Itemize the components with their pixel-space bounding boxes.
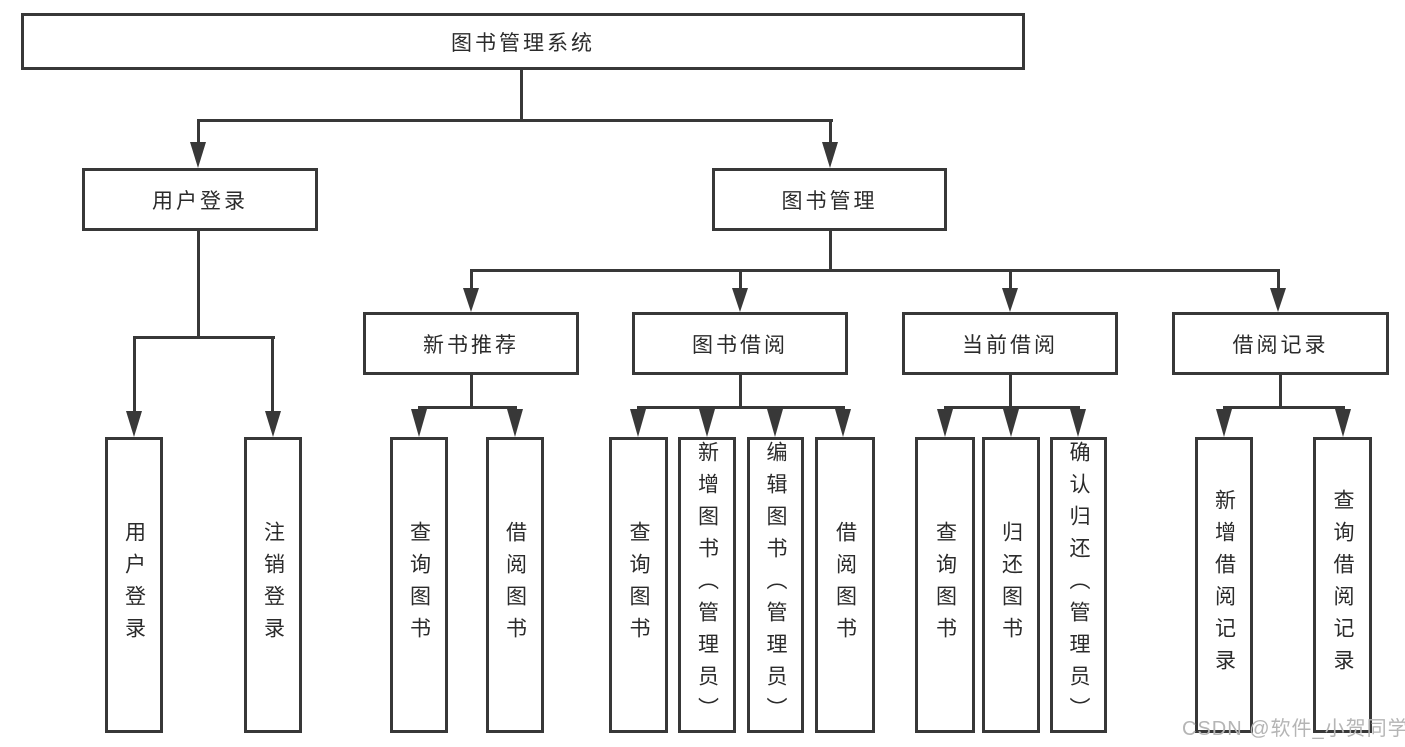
connector-leaf-logout-drop <box>271 338 274 414</box>
arrowhead-current-borrow <box>1002 288 1018 312</box>
connector-borrow-records-stem <box>1279 375 1282 408</box>
arrowhead-book-mgmt <box>822 142 838 168</box>
arrowhead-br-query <box>1335 409 1351 437</box>
connector-user-login-stem <box>197 231 200 338</box>
leaf-bb-add-books-admin: 新增图书（管理员） <box>678 437 736 733</box>
leaf-br-query-record: 查询借阅记录 <box>1313 437 1372 733</box>
leaf-rec-query-books-label: 查询图书 <box>407 521 431 649</box>
leaf-user-login-label: 用户登录 <box>122 521 146 649</box>
leaf-logout: 注销登录 <box>244 437 302 733</box>
arrowhead-bb-add <box>699 409 715 437</box>
node-new-book-recommend-label: 新书推荐 <box>423 333 519 357</box>
leaf-cb-return-books: 归还图书 <box>982 437 1040 733</box>
leaf-br-add-record-label: 新增借阅记录 <box>1212 489 1236 681</box>
connector-book-borrow-drop <box>739 271 742 289</box>
connector-book-borrow-stem <box>739 375 742 408</box>
leaf-rec-query-books: 查询图书 <box>390 437 448 733</box>
connector-book-mgmt-stem <box>829 231 832 271</box>
node-book-borrow-label: 图书借阅 <box>692 333 788 357</box>
arrowhead-user-login <box>190 142 206 168</box>
node-book-management: 图书管理 <box>712 168 947 231</box>
node-current-borrow-label: 当前借阅 <box>962 333 1058 357</box>
arrowhead-rec-borrow <box>507 409 523 437</box>
node-user-login-label: 用户登录 <box>152 189 248 213</box>
leaf-bb-edit-books-admin: 编辑图书（管理员） <box>747 437 804 733</box>
leaf-bb-borrow-books-label: 借阅图书 <box>833 521 857 649</box>
arrowhead-new-book <box>463 288 479 312</box>
leaf-bb-query-books-label: 查询图书 <box>627 521 651 649</box>
node-user-login: 用户登录 <box>82 168 318 231</box>
node-new-book-recommend: 新书推荐 <box>363 312 579 375</box>
connector-new-book-split <box>418 406 517 409</box>
leaf-cb-confirm-return-admin-label: 确认归还（管理员） <box>1067 441 1091 729</box>
arrowhead-leaf-logout <box>265 411 281 437</box>
leaf-bb-query-books: 查询图书 <box>609 437 668 733</box>
leaf-br-add-record: 新增借阅记录 <box>1195 437 1253 733</box>
leaf-cb-query-books-label: 查询图书 <box>933 521 957 649</box>
leaf-rec-borrow-books-label: 借阅图书 <box>503 521 527 649</box>
leaf-user-login: 用户登录 <box>105 437 163 733</box>
leaf-cb-return-books-label: 归还图书 <box>999 521 1023 649</box>
connector-leaf-login-drop <box>133 338 136 414</box>
node-book-borrow: 图书借阅 <box>632 312 848 375</box>
arrowhead-cb-confirm <box>1070 409 1086 437</box>
csdn-watermark: CSDN @软件_小贺同学 <box>1182 718 1405 740</box>
connector-root-stem <box>520 70 523 121</box>
connector-borrow-records-split <box>1223 406 1345 409</box>
leaf-bb-borrow-books: 借阅图书 <box>815 437 875 733</box>
connector-book-borrow-split <box>637 406 845 409</box>
leaf-logout-label: 注销登录 <box>261 521 285 649</box>
connector-level2-split <box>197 119 833 122</box>
connector-current-borrow-drop <box>1009 271 1012 289</box>
connector-user-login-split <box>133 336 275 339</box>
arrowhead-book-borrow <box>732 288 748 312</box>
arrowhead-bb-borrow <box>835 409 851 437</box>
connector-current-borrow-split <box>944 406 1080 409</box>
arrowhead-cb-query <box>937 409 953 437</box>
arrowhead-rec-query <box>411 409 427 437</box>
node-borrow-records: 借阅记录 <box>1172 312 1389 375</box>
leaf-cb-query-books: 查询图书 <box>915 437 975 733</box>
leaf-rec-borrow-books: 借阅图书 <box>486 437 544 733</box>
connector-new-book-drop <box>470 271 473 289</box>
node-root: 图书管理系统 <box>21 13 1025 70</box>
connector-user-login-drop <box>197 121 200 145</box>
arrowhead-cb-return <box>1003 409 1019 437</box>
leaf-bb-edit-books-admin-label: 编辑图书（管理员） <box>764 441 788 729</box>
connector-new-book-stem <box>470 375 473 408</box>
arrowhead-borrow-records <box>1270 288 1286 312</box>
connector-current-borrow-stem <box>1009 375 1012 408</box>
connector-book-mgmt-drop <box>829 121 832 145</box>
arrowhead-br-add <box>1216 409 1232 437</box>
arrowhead-bb-query <box>630 409 646 437</box>
arrowhead-bb-edit <box>767 409 783 437</box>
arrowhead-leaf-login <box>126 411 142 437</box>
connector-level3-split <box>470 269 1280 272</box>
node-root-label: 图书管理系统 <box>451 31 595 55</box>
leaf-br-query-record-label: 查询借阅记录 <box>1331 489 1355 681</box>
node-book-management-label: 图书管理 <box>781 189 878 213</box>
node-borrow-records-label: 借阅记录 <box>1232 333 1329 357</box>
node-current-borrow: 当前借阅 <box>902 312 1118 375</box>
leaf-bb-add-books-admin-label: 新增图书（管理员） <box>695 441 719 729</box>
connector-borrow-records-drop <box>1277 271 1280 289</box>
leaf-cb-confirm-return-admin: 确认归还（管理员） <box>1050 437 1107 733</box>
